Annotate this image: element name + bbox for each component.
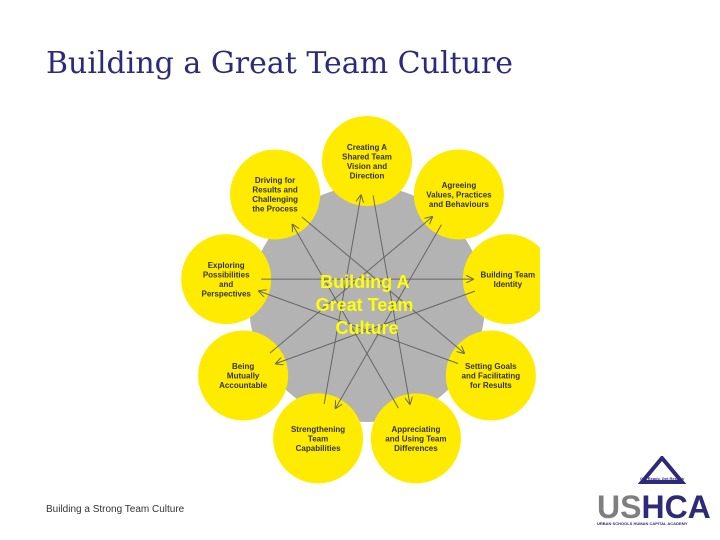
node-circle-capabilities	[273, 393, 364, 484]
node-label-line: Possibilities	[203, 270, 250, 279]
node-label-line: Direction	[350, 171, 385, 180]
node-label-line: Mutually	[227, 372, 260, 381]
node-label-line: for Results	[470, 381, 512, 390]
node-circle-differences	[370, 393, 461, 484]
center-line-3: Culture	[336, 318, 399, 338]
slide-title: Building a Great Team Culture	[46, 46, 514, 81]
node-label-line: Perspectives	[201, 289, 251, 298]
node-label-line: Differences	[394, 444, 438, 453]
node-label-line: Creating A	[347, 143, 387, 152]
node-label-line: Being	[232, 362, 254, 371]
node-label-line: Setting Goals	[465, 362, 517, 371]
node-label-line: and Facilitating	[462, 372, 521, 381]
arrow-goals-to-possibilities	[259, 291, 459, 364]
node-label-line: Agreeing	[442, 181, 477, 190]
node-circle-vision	[322, 116, 412, 206]
node-circle-goals	[445, 330, 536, 421]
node-label-line: Accountable	[219, 381, 268, 390]
node-label-line: and Using Team	[385, 434, 446, 443]
node-circle-identity	[462, 234, 540, 325]
node-label-line: Challenging	[252, 195, 298, 204]
arrow-vision-to-differences	[372, 195, 410, 403]
ushca-logo: Get Ready, Get Results USHCA URBAN SCHOO…	[597, 456, 711, 526]
logo-word-us: US	[597, 489, 641, 525]
node-label-line: Team	[308, 434, 328, 443]
center-label: Building A Great Team Culture	[316, 272, 419, 338]
logo-tagline: Get Ready, Get Results	[640, 476, 685, 481]
node-label-line: Identity	[494, 280, 523, 289]
node-label-line: Exploring	[208, 261, 245, 270]
arrow-capabilities-to-vision	[323, 195, 361, 404]
slide-footer: Building a Strong Team Culture	[46, 504, 185, 515]
arrow-values-to-capabilities	[336, 224, 442, 408]
center-circle	[249, 186, 485, 422]
center-line-1: Building A	[320, 272, 409, 292]
arrow-challenging-to-goals	[301, 216, 464, 353]
arrow-identity-to-accountable	[276, 290, 476, 363]
center-line-2: Great Team	[316, 295, 414, 315]
node-label-line: Vision and	[347, 162, 387, 171]
node-label-line: Shared Team	[342, 152, 392, 161]
node-circle-challenging	[230, 149, 321, 240]
logo-subtitle: URBAN SCHOOLS HUMAN CAPITAL ACADEMY	[597, 521, 688, 526]
arrow-differences-to-challenging	[293, 225, 399, 409]
logo-roof-icon	[637, 456, 687, 484]
arrow-accountable-to-values	[269, 217, 432, 354]
node-label-line: and	[219, 280, 233, 289]
node-circle-values	[413, 149, 504, 240]
node-label-line: Values, Practices	[426, 190, 492, 199]
logo-wordmark: USHCA	[597, 489, 711, 525]
node-label-line: and Behaviours	[429, 200, 490, 209]
logo-word-hca: HCA	[641, 489, 710, 525]
node-label-line: Results and	[252, 186, 297, 195]
node-label-line: Appreciating	[391, 425, 440, 434]
node-label-line: Driving for	[255, 176, 295, 185]
node-label-line: Strengthening	[291, 425, 345, 434]
node-label-line: Building Team	[481, 270, 536, 279]
node-circle-accountable	[198, 330, 289, 421]
node-label-line: Capabilities	[296, 444, 341, 453]
node-circle-possibilities	[181, 234, 272, 325]
node-label-line: the Process	[252, 205, 298, 214]
